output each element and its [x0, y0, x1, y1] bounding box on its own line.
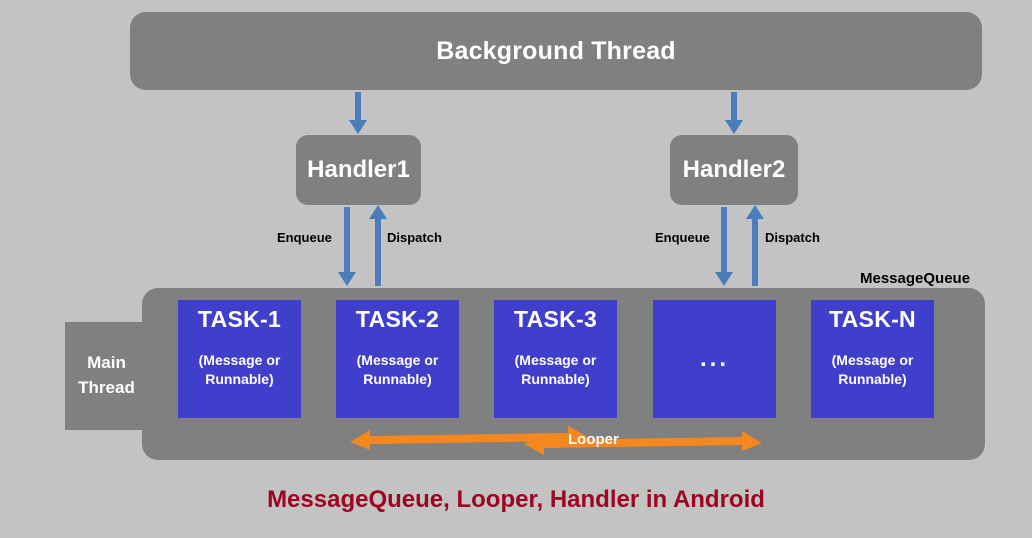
feed-arrow-handler1-shaft [355, 92, 361, 122]
feed-arrow-handler1-head-icon [349, 120, 367, 134]
dispatch-arrow-1-head-icon [369, 205, 387, 219]
task-subtitle: (Message or Runnable) [494, 351, 617, 389]
enqueue-arrow-2-head-icon [715, 272, 733, 286]
dispatch-arrow-2-head-icon [746, 205, 764, 219]
background-thread-box: Background Thread [130, 12, 982, 90]
feed-arrow-handler2-shaft [731, 92, 737, 122]
dispatch-label-1: Dispatch [387, 230, 442, 245]
handler2-label: Handler2 [682, 156, 786, 183]
handler2-box: Handler2 [670, 135, 798, 205]
task-subtitle-line2: Runnable) [205, 370, 274, 387]
task-subtitle: (Message or Runnable) [336, 351, 459, 389]
task-subtitle-line2: Runnable) [521, 370, 590, 387]
diagram-caption: MessageQueue, Looper, Handler in Android [267, 486, 765, 513]
dispatch-label-2: Dispatch [765, 230, 820, 245]
main-thread-label-line2: Thread [78, 378, 135, 397]
task-box: TASK-3 (Message or Runnable) [494, 300, 617, 418]
enqueue-label-1: Enqueue [277, 230, 332, 245]
task-subtitle-line1: (Message or [514, 352, 597, 368]
task-box-ellipsis: ... [653, 300, 776, 418]
background-thread-label: Background Thread [436, 36, 676, 65]
handler1-label: Handler1 [307, 156, 410, 183]
task-subtitle-line2: Runnable) [838, 370, 907, 387]
task-title: TASK-1 [197, 306, 282, 332]
task-subtitle-line2: Runnable) [363, 370, 432, 387]
task-title: TASK-3 [513, 306, 598, 332]
handler1-box: Handler1 [296, 135, 421, 205]
task-subtitle-line1: (Message or [198, 352, 281, 368]
feed-arrow-handler2-head-icon [725, 120, 743, 134]
message-queue-label: MessageQueue [860, 270, 971, 287]
task-subtitle: (Message or Runnable) [178, 351, 301, 389]
dispatch-arrow-1-shaft [375, 216, 381, 286]
task-title: TASK-N [829, 306, 916, 332]
enqueue-arrow-1-head-icon [338, 272, 356, 286]
task-subtitle: (Message or Runnable) [811, 351, 934, 389]
looper-label: Looper [568, 431, 619, 448]
main-thread-box: Main Thread [65, 322, 148, 430]
task-subtitle-line1: (Message or [831, 352, 914, 368]
enqueue-arrow-2-shaft [721, 207, 727, 275]
main-thread-label-line1: Main [87, 353, 126, 373]
task-subtitle-line1: (Message or [356, 352, 439, 368]
dispatch-arrow-2-shaft [752, 216, 758, 286]
task-box: TASK-N (Message or Runnable) [811, 300, 934, 418]
ellipsis-icon: ... [699, 345, 729, 372]
task-box: TASK-2 (Message or Runnable) [336, 300, 459, 418]
looper-arrow-icon [350, 426, 762, 455]
task-box: TASK-1 (Message or Runnable) [178, 300, 301, 418]
enqueue-label-2: Enqueue [655, 230, 710, 245]
task-title: TASK-2 [355, 306, 440, 332]
enqueue-arrow-1-shaft [344, 207, 350, 275]
